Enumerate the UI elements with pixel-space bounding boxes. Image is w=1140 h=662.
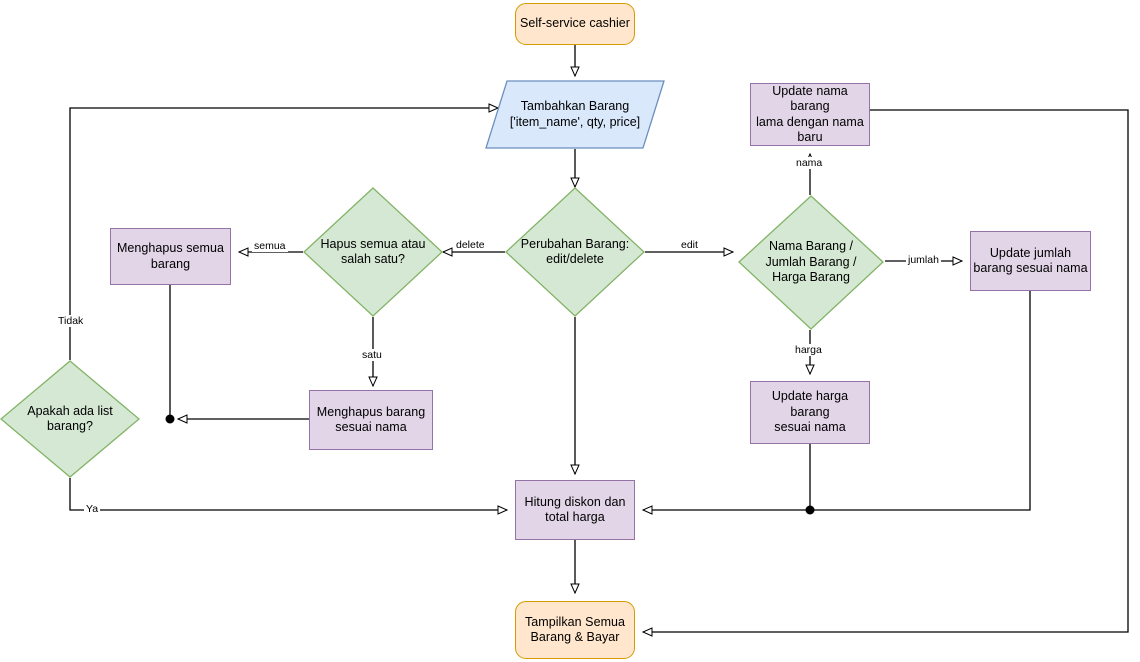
- node-add-item-label: Tambahkan Barang ['item_name', qty, pric…: [485, 80, 665, 149]
- node-delete-choice-label: Hapus semua atau salah satu?: [303, 187, 443, 317]
- node-edit-choice-line3: Harga Barang: [772, 270, 850, 285]
- node-show-pay-line2: Barang & Bayar: [530, 630, 620, 644]
- edge-label-semua: semua: [252, 240, 288, 252]
- node-update-price-line2: sesuai nama: [774, 420, 846, 435]
- node-update-name-line2: lama dengan nama: [756, 114, 864, 129]
- node-change-item[interactable]: Perubahan Barang: edit/delete: [505, 187, 645, 317]
- diamond-shape: [0, 360, 141, 478]
- junction-dot-left: [165, 414, 175, 424]
- node-add-item-line2: ['item_name', qty, price]: [509, 114, 641, 129]
- node-list-check-label: Apakah ada list barang?: [0, 360, 140, 478]
- node-show-pay[interactable]: Tampilkan Semua Barang & Bayar: [515, 601, 635, 659]
- edge-label-ya: Ya: [84, 503, 101, 515]
- node-add-item-line1: Tambahkan Barang: [520, 99, 630, 113]
- node-update-price-line1: Update harga barang: [771, 389, 849, 419]
- edge-label-harga: harga: [793, 344, 824, 356]
- node-change-item-label: Perubahan Barang: edit/delete: [505, 187, 645, 317]
- node-list-check-line2: barang?: [47, 419, 93, 433]
- edge-label-nama: nama: [794, 157, 825, 169]
- edge-list-check-ya-to-calc-total: [69, 478, 509, 515]
- node-delete-choice[interactable]: Hapus semua atau salah satu?: [303, 187, 443, 317]
- node-show-pay-line1: Tampilkan Semua: [524, 614, 626, 629]
- node-update-qty-line2: barang sesuai nama: [973, 261, 1088, 275]
- node-delete-all-line2: barang: [150, 256, 191, 271]
- edge-label-edit: edit: [679, 239, 700, 251]
- node-update-name-line1: Update nama barang: [772, 83, 848, 114]
- parallelogram-shape: [485, 80, 665, 149]
- node-calc-total-line2: total harga: [545, 510, 605, 524]
- node-change-item-line2: edit/delete: [546, 252, 604, 266]
- node-update-name-line3: baru: [797, 130, 823, 144]
- node-start[interactable]: Self-service cashier: [515, 3, 635, 45]
- diamond-shape: [505, 187, 645, 317]
- node-delete-choice-line1: Hapus semua atau: [320, 236, 426, 251]
- junction-dot-bottom: [805, 505, 815, 515]
- node-update-name[interactable]: Update nama barang lama dengan nama baru: [750, 83, 870, 146]
- node-delete-choice-line2: salah satu?: [341, 252, 405, 266]
- edge-label-tidak: Tidak: [56, 315, 86, 327]
- node-edit-choice-line2: Jumlah Barang /: [765, 254, 857, 269]
- node-edit-choice[interactable]: Nama Barang / Jumlah Barang / Harga Bara…: [738, 195, 884, 330]
- node-update-qty-line1: Update jumlah: [989, 245, 1072, 260]
- diamond-shape: [738, 195, 884, 330]
- node-delete-one-line1: Menghapus barang: [316, 404, 426, 419]
- node-delete-one[interactable]: Menghapus barang sesuai nama: [309, 390, 433, 450]
- edge-update-price-to-calc-total: [641, 444, 811, 515]
- node-delete-all[interactable]: Menghapus semua barang: [110, 228, 231, 285]
- node-list-check[interactable]: Apakah ada list barang?: [0, 360, 141, 478]
- node-add-item[interactable]: Tambahkan Barang ['item_name', qty, pric…: [485, 80, 665, 149]
- node-update-qty[interactable]: Update jumlah barang sesuai nama: [970, 231, 1091, 291]
- node-change-item-line1: Perubahan Barang:: [520, 236, 630, 251]
- edge-label-satu: satu: [360, 349, 384, 361]
- node-delete-one-line2: sesuai nama: [335, 420, 407, 434]
- node-calc-total[interactable]: Hitung diskon dan total harga: [515, 480, 635, 540]
- diamond-shape: [303, 187, 443, 317]
- node-start-label: Self-service cashier: [519, 16, 631, 31]
- node-edit-choice-line1: Nama Barang /: [768, 239, 854, 254]
- node-list-check-line1: Apakah ada list: [27, 403, 113, 418]
- edge-label-delete: delete: [454, 239, 487, 251]
- edge-update-name-to-show-pay: [641, 109, 1129, 637]
- node-calc-total-line1: Hitung diskon dan: [524, 494, 626, 509]
- node-edit-choice-label: Nama Barang / Jumlah Barang / Harga Bara…: [738, 195, 884, 330]
- node-update-price[interactable]: Update harga barang sesuai nama: [750, 381, 870, 444]
- node-delete-all-line1: Menghapus semua: [116, 241, 225, 255]
- edge-label-jumlah: jumlah: [906, 254, 941, 266]
